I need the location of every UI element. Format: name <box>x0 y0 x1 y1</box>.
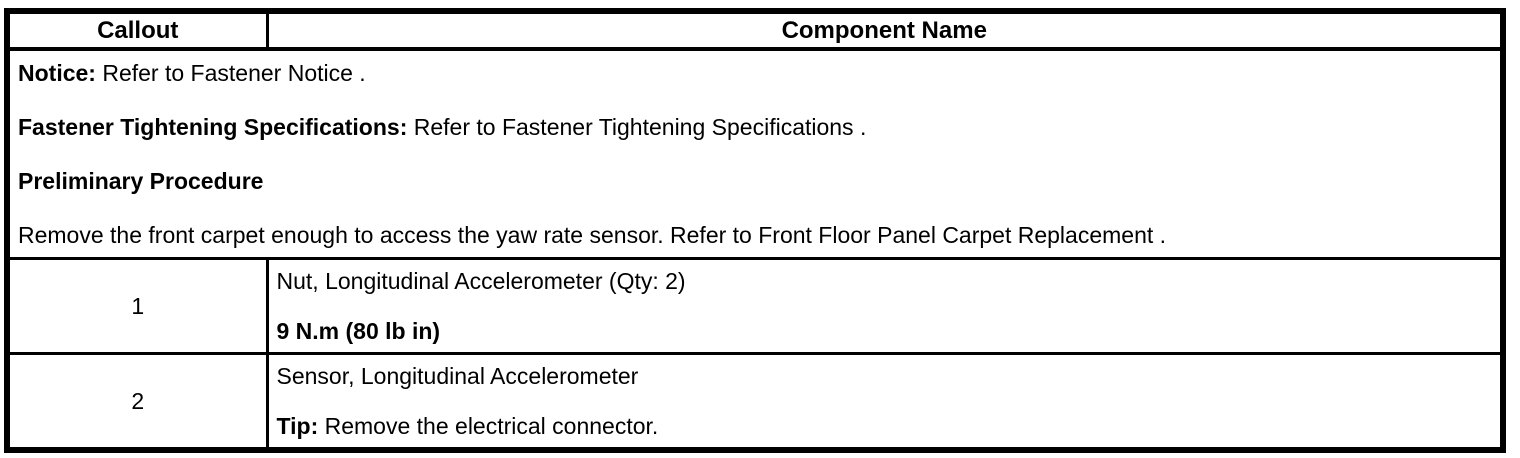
tip-label: Tip: <box>276 413 319 439</box>
fastener-spec-label: Fastener Tightening Specifications: <box>18 114 408 140</box>
table-header-row: Callout Component Name <box>5 9 1505 51</box>
fastener-spec-paragraph: Fastener Tightening Specifications: Refe… <box>18 113 1492 141</box>
preliminary-procedure-text: Remove the front carpet enough to access… <box>18 222 1167 248</box>
component-name-2: Sensor, Longitudinal Accelerometer <box>276 363 639 389</box>
component-cell-1: Nut, Longitudinal Accelerometer (Qty: 2)… <box>265 257 1505 355</box>
callout-number-1: 1 <box>5 257 269 355</box>
tip-paragraph-2: Tip: Remove the electrical connector. <box>277 412 1493 440</box>
notice-label: Notice: <box>18 60 96 86</box>
torque-spec-1: 9 N.m (80 lb in) <box>276 318 441 344</box>
notice-text: Refer to Fastener Notice . <box>102 60 366 86</box>
component-cell-2: Sensor, Longitudinal Accelerometer Tip: … <box>265 352 1505 452</box>
component-name-column-header: Component Name <box>265 9 1505 51</box>
component-name-1: Nut, Longitudinal Accelerometer (Qty: 2) <box>276 268 686 294</box>
table-row-2: 2 Sensor, Longitudinal Accelerometer Tip… <box>5 352 1505 452</box>
callout-column-header: Callout <box>5 9 269 51</box>
notice-paragraph: Notice: Refer to Fastener Notice . <box>18 59 1492 87</box>
tip-text: Remove the electrical connector. <box>324 413 659 439</box>
preliminary-procedure-heading: Preliminary Procedure <box>18 168 264 194</box>
table-row-1: 1 Nut, Longitudinal Accelerometer (Qty: … <box>5 257 1505 355</box>
component-callout-table: Callout Component Name Notice: Refer to … <box>4 8 1506 453</box>
notice-row: Notice: Refer to Fastener Notice . Faste… <box>5 47 1505 260</box>
callout-number-2: 2 <box>5 352 269 452</box>
notice-cell: Notice: Refer to Fastener Notice . Faste… <box>5 47 1505 260</box>
fastener-spec-text: Refer to Fastener Tightening Specificati… <box>413 114 867 140</box>
